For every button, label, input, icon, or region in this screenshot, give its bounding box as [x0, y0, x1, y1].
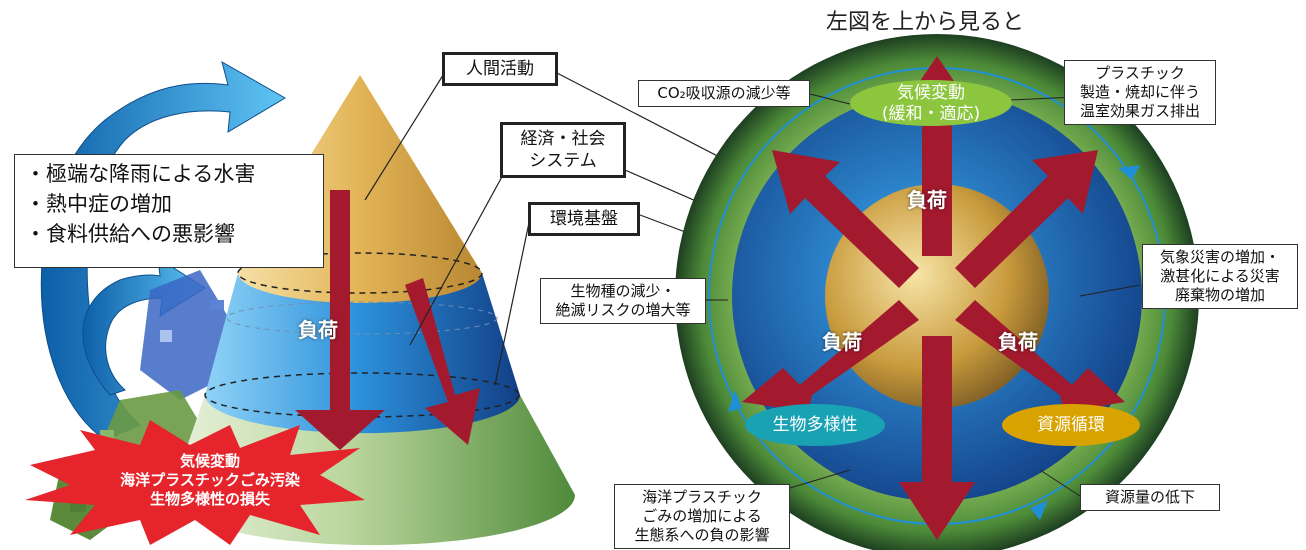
callout-co2-sink: CO₂吸収源の減少等	[638, 80, 810, 107]
load-arrow-center	[295, 190, 385, 450]
callout-disaster-waste: 気象災害の増加・ 激甚化による災害 廃棄物の増加	[1142, 244, 1298, 309]
load-arrow-upper-right	[955, 150, 1098, 288]
callout-marine-plastic: 海洋プラスチック ごみの増加による 生態系への負の影響	[614, 484, 790, 549]
burst-marine-plastic: 海洋プラスチックごみ汚染	[120, 471, 300, 489]
load-arrow-upper-left	[772, 150, 919, 288]
callout-plastic-ghg: プラスチック 製造・焼却に伴う 温室効果ガス排出	[1064, 60, 1216, 125]
load-label-cone: 負荷	[298, 318, 338, 342]
label-socio-economic-system: 経済・社会 システム	[500, 122, 626, 178]
node-biodiversity: 生物多様性	[745, 404, 885, 446]
load-label-top: 負荷	[907, 188, 947, 212]
impact-flood: ・極端な降雨による水害	[25, 162, 256, 186]
climate-impacts-box: ・極端な降雨による水害 ・熱中症の増加 ・食料供給への悪影響	[14, 154, 324, 268]
cone-middle-layer	[205, 273, 520, 434]
callout-resource-decline: 資源量の低下	[1080, 484, 1220, 511]
load-arrow-down	[899, 336, 975, 540]
impact-burst	[25, 420, 365, 545]
load-label-lower-right: 負荷	[998, 330, 1038, 354]
burst-text: 気候変動 海洋プラスチックごみ汚染 生物多様性の損失	[60, 452, 360, 509]
callout-species-decline: 生物種の減少・ 絶滅リスクの増大等	[540, 278, 706, 324]
load-arrow-lower-right	[955, 300, 1125, 412]
top-view-title: 左図を上から見ると	[826, 10, 1025, 35]
label-environment-base: 環境基盤	[528, 202, 640, 236]
label-human-activity: 人間活動	[442, 52, 558, 86]
burst-climate-change: 気候変動	[179, 452, 240, 470]
node-climate-change: 気候変動 (緩和・適応)	[850, 80, 1012, 126]
node-resource-circulation: 資源循環	[1002, 404, 1140, 446]
burst-biodiversity-loss: 生物多様性の損失	[149, 490, 270, 508]
impact-heatstroke: ・熱中症の増加	[25, 192, 172, 216]
cycle-ring-arrowheads	[728, 165, 1140, 520]
impact-food-supply: ・食料供給への悪影響	[25, 222, 235, 246]
load-label-lower-left: 負荷	[822, 330, 862, 354]
load-arrow-lower-left	[742, 300, 919, 412]
